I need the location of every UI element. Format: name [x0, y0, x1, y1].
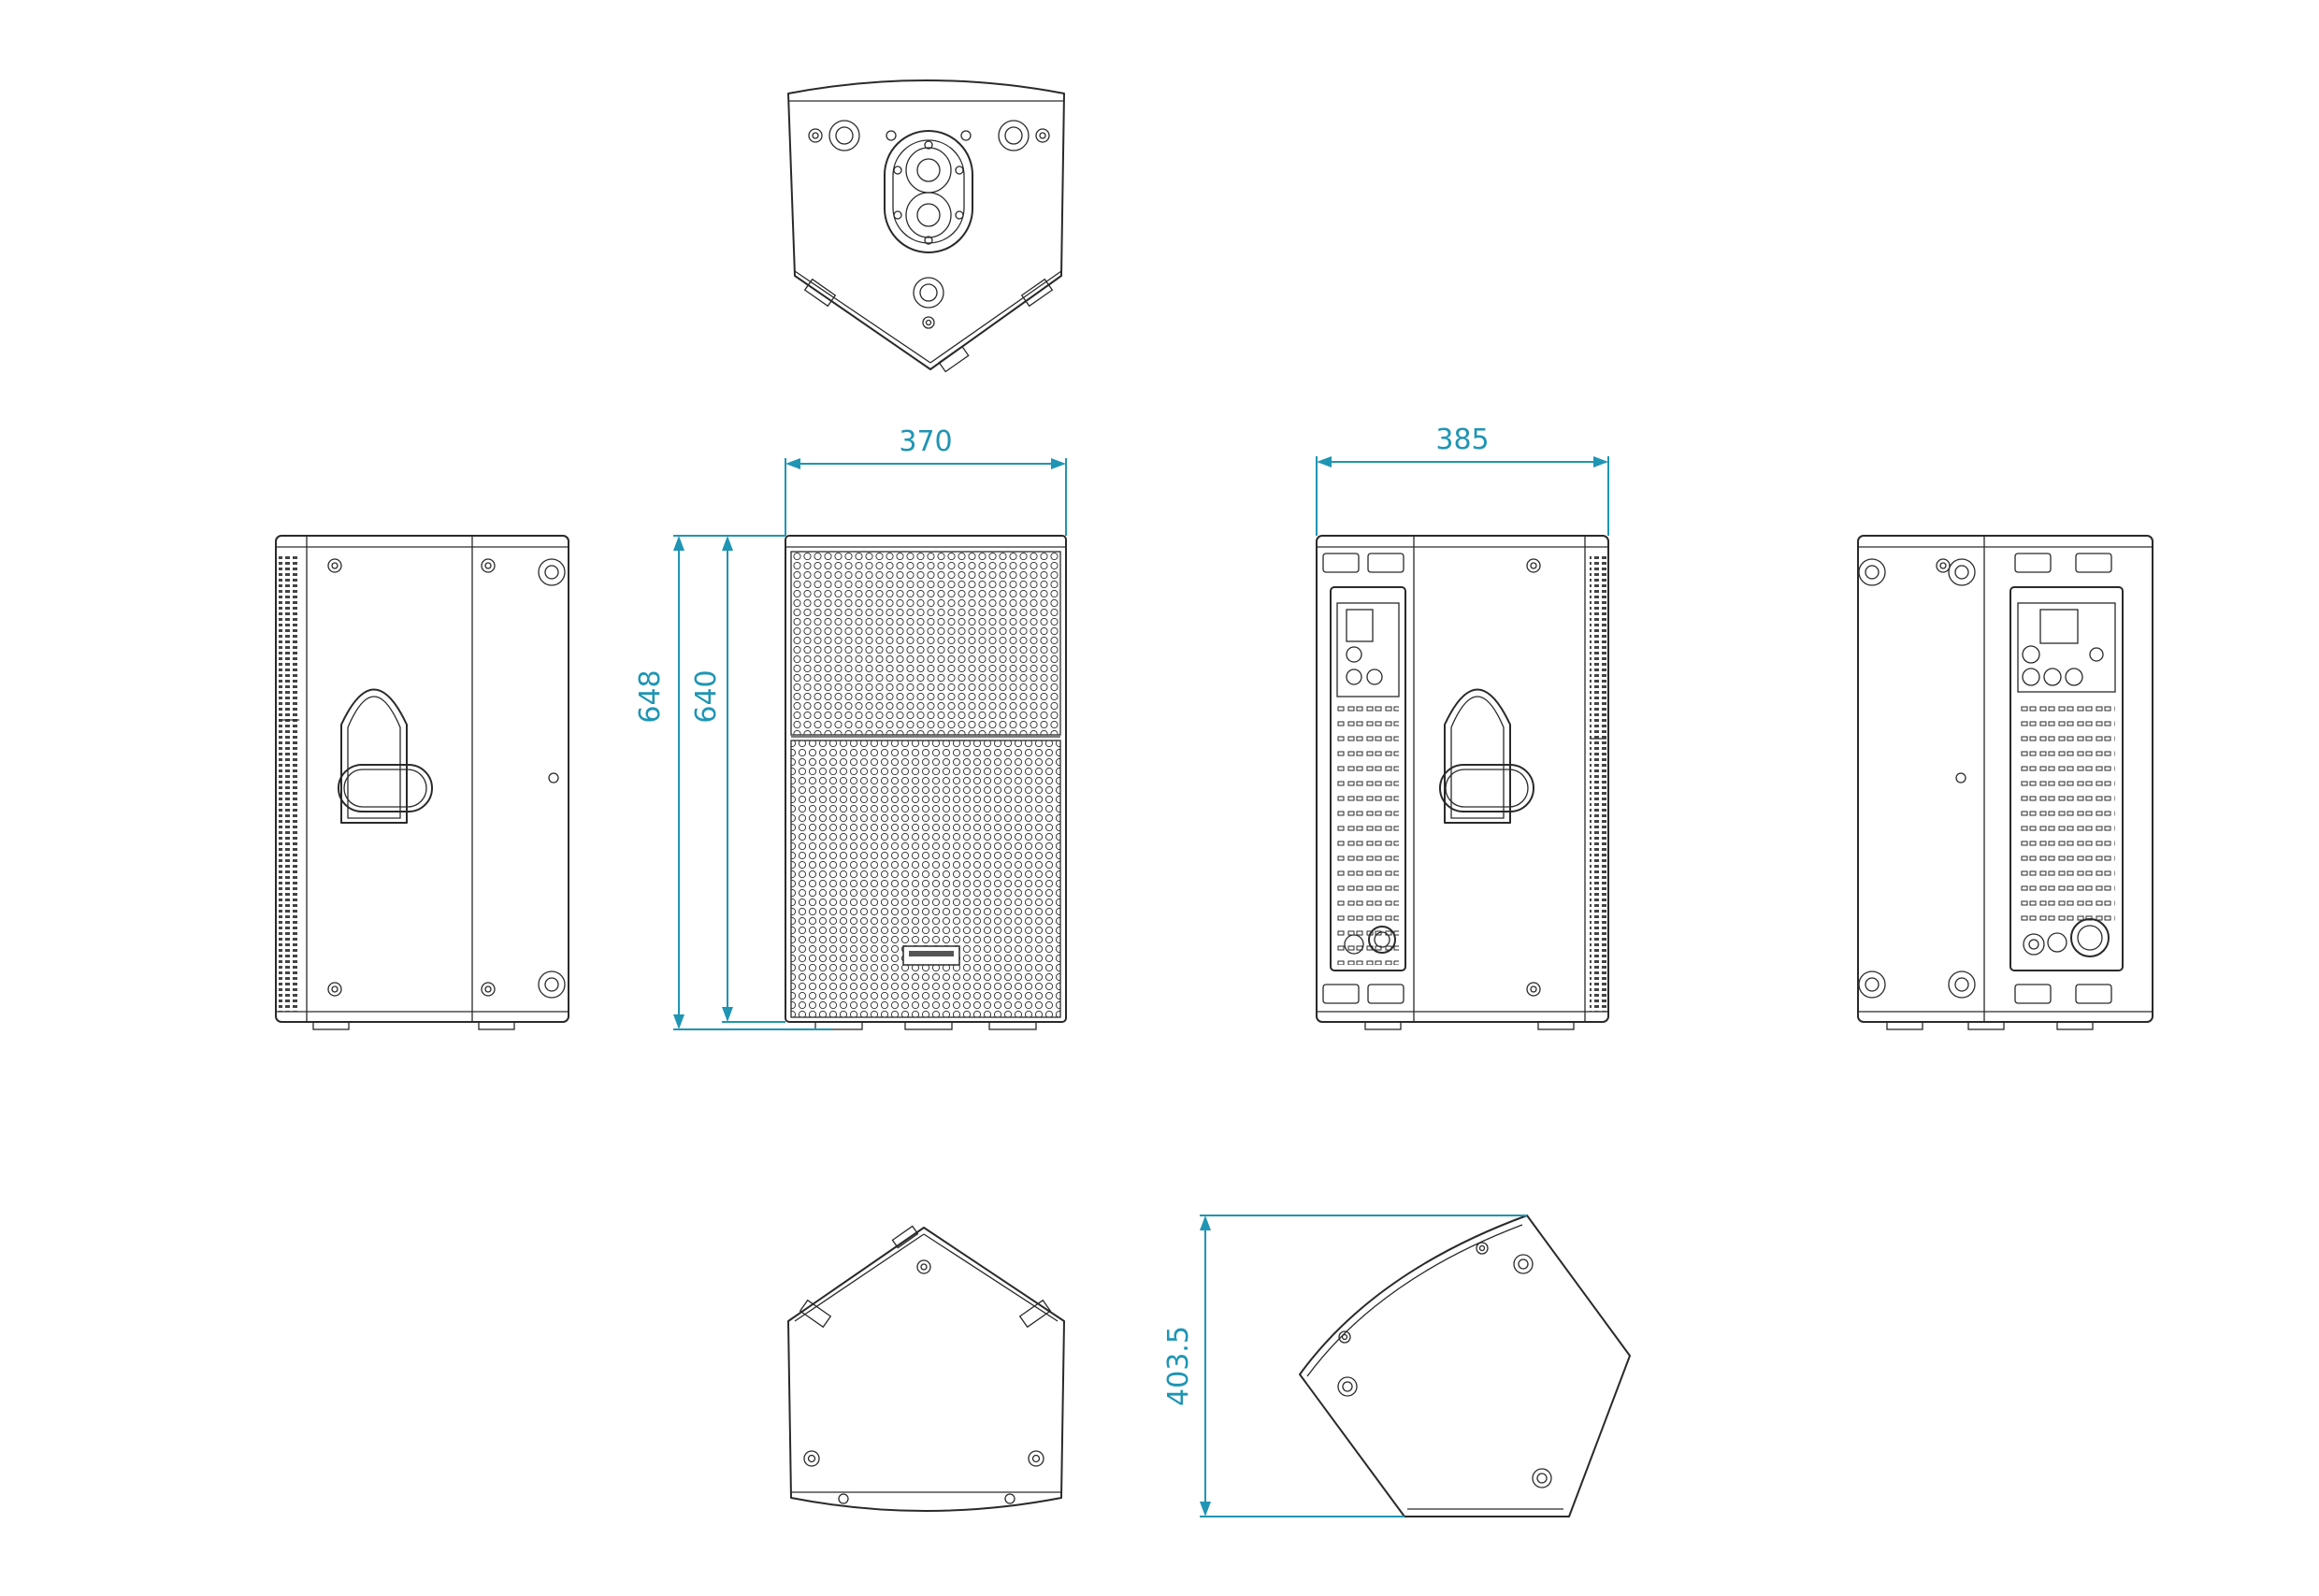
side-depth-dimension: 403.5	[1162, 1326, 1195, 1406]
bottom-view	[787, 1225, 1065, 1512]
right-side-view	[1857, 535, 2153, 1030]
top-view	[787, 79, 1065, 373]
back-width-dimension: 385	[1435, 424, 1489, 456]
overall-height-dimension: 648	[634, 669, 667, 723]
left-side-view	[275, 535, 569, 1030]
monitor-side-view: 403.5	[1162, 1215, 1631, 1517]
rear-view: 385	[1316, 424, 1609, 1030]
front-view: 370 648 640	[634, 425, 1067, 1030]
front-width-dimension: 370	[899, 425, 952, 458]
grille-height-dimension: 640	[690, 669, 723, 723]
